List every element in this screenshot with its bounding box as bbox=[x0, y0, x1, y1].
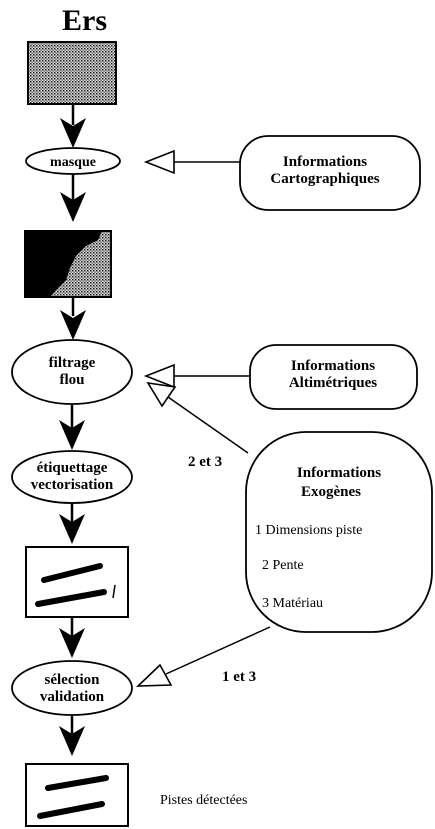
source-exogenes: Informations Exogènes 1 Dimensions piste… bbox=[245, 431, 433, 633]
arrow-alti-to-filtrage bbox=[143, 363, 250, 389]
node-filtrage-line2: flou bbox=[59, 372, 84, 388]
detected-tracks-image bbox=[25, 763, 129, 827]
arrow-etiquettage-to-image bbox=[59, 503, 85, 544]
output-label: Pistes détectées bbox=[160, 793, 247, 808]
masked-image bbox=[24, 230, 112, 298]
source-altimetriques: Informations Altimétriques bbox=[249, 344, 418, 410]
node-masque-label: masque bbox=[50, 155, 96, 170]
arrow-image-to-filtrage bbox=[60, 297, 86, 340]
node-selection-line2: validation bbox=[40, 689, 105, 705]
edge-label-1-et-3: 1 et 3 bbox=[222, 669, 256, 685]
exogenes-item-pente: 2 Pente bbox=[262, 558, 304, 573]
node-filtrage-line1: filtrage bbox=[49, 355, 96, 371]
exogenes-item-dimensions: 1 Dimensions piste bbox=[255, 523, 362, 538]
arrow-carto-to-masque bbox=[143, 149, 240, 175]
node-etiquettage-vectorisation: étiquettage vectorisation bbox=[11, 450, 133, 504]
arrow-exogenes-to-filtrage bbox=[146, 381, 249, 454]
source-altimetriques-line1: Informations bbox=[291, 358, 375, 374]
source-exogenes-title2: Exogènes bbox=[301, 484, 361, 500]
arrow-masque-to-image bbox=[60, 174, 86, 222]
node-etiquettage-line1: étiquettage bbox=[37, 460, 108, 476]
node-filtrage-flou: filtrage flou bbox=[11, 339, 133, 405]
arrow-image-to-selection bbox=[59, 617, 85, 658]
source-altimetriques-line2: Altimétriques bbox=[289, 375, 377, 391]
source-cartographiques-line2: Cartographiques bbox=[270, 171, 379, 187]
source-cartographiques: Informations Cartographiques bbox=[239, 135, 421, 211]
candidate-tracks-image bbox=[25, 546, 129, 618]
arrow-exogenes-to-selection bbox=[135, 626, 271, 687]
node-selection-line1: sélection bbox=[45, 672, 101, 688]
node-selection-validation: sélection validation bbox=[11, 660, 133, 716]
node-masque: masque bbox=[25, 147, 121, 175]
source-cartographiques-line1: Informations bbox=[283, 154, 367, 170]
arrow-filtrage-to-etiquettage bbox=[59, 404, 85, 450]
arrow-ers-to-masque bbox=[60, 104, 86, 148]
source-exogenes-title1: Informations bbox=[297, 465, 381, 481]
ers-image bbox=[27, 41, 117, 105]
edge-label-2-et-3: 2 et 3 bbox=[188, 454, 222, 470]
exogenes-item-materiau: 3 Matériau bbox=[262, 596, 323, 611]
node-etiquettage-line2: vectorisation bbox=[31, 477, 114, 493]
diagram-title: Ers bbox=[62, 4, 107, 37]
arrow-selection-to-output bbox=[59, 715, 85, 756]
